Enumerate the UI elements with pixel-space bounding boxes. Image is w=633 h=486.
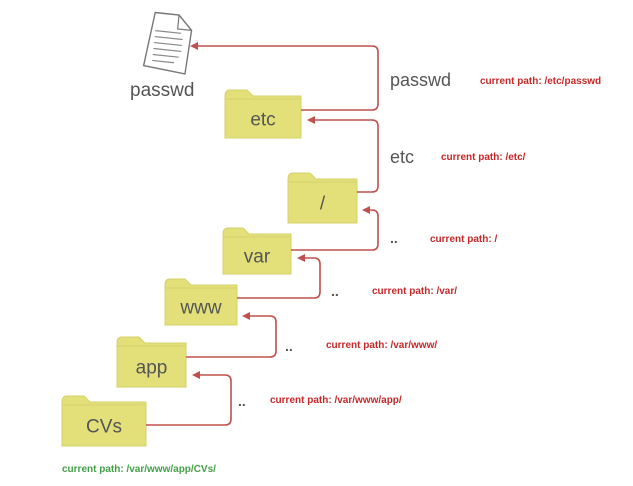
step-label-2: .. — [285, 338, 293, 354]
folder-www: www — [164, 278, 238, 326]
arrow-root-to-etc — [307, 116, 379, 193]
folder-tab — [287, 172, 358, 184]
folder-label: var — [244, 247, 271, 268]
folder-var: var — [222, 227, 292, 275]
current-path-1: current path: /var/www/app/ — [270, 395, 402, 406]
folder-label: www — [179, 298, 221, 319]
arrows — [146, 42, 379, 426]
current-path-5: current path: /etc/ — [441, 152, 526, 163]
folder-cvs: CVs — [61, 395, 147, 447]
start-path: current path: /var/www/app/CVs/ — [62, 464, 216, 475]
step-label-4: .. — [390, 230, 398, 246]
step-label-5: etc — [390, 147, 414, 167]
folder-body — [222, 236, 292, 275]
folder-body — [287, 181, 358, 224]
folder-tab — [116, 336, 187, 348]
folder-label: / — [320, 194, 326, 215]
folder-label: CVs — [86, 417, 122, 438]
folder-tab — [222, 227, 292, 239]
step-label-6: passwd — [390, 70, 451, 90]
folder-root: / — [287, 172, 358, 224]
step-label-1: .. — [238, 393, 246, 409]
folder-body — [164, 287, 238, 326]
arrow-var-to-root — [291, 206, 379, 251]
folder-body — [224, 98, 302, 139]
folder-app: app — [116, 336, 187, 388]
folder-tab — [164, 278, 238, 290]
folder-etc: etc — [224, 89, 302, 139]
current-path-6: current path: /etc/passwd — [480, 76, 601, 87]
document-icon — [142, 11, 193, 75]
folder-tab — [61, 395, 147, 407]
folder-body — [61, 404, 147, 447]
current-path-2: current path: /var/www/ — [326, 340, 437, 351]
folder-tab — [224, 89, 302, 101]
arrow-etc-to-passwd — [190, 42, 379, 111]
step-label-3: .. — [331, 283, 339, 299]
current-path-3: current path: /var/ — [372, 286, 457, 297]
folder-label: etc — [250, 110, 275, 131]
arrow-www-to-var — [237, 254, 321, 299]
folder-label: app — [136, 358, 168, 379]
arrow-app-to-www — [186, 312, 277, 358]
arrow-cvs-to-app — [146, 371, 232, 426]
folder-body — [116, 345, 187, 388]
current-path-4: current path: / — [430, 234, 497, 245]
file-label: passwd — [130, 80, 194, 101]
